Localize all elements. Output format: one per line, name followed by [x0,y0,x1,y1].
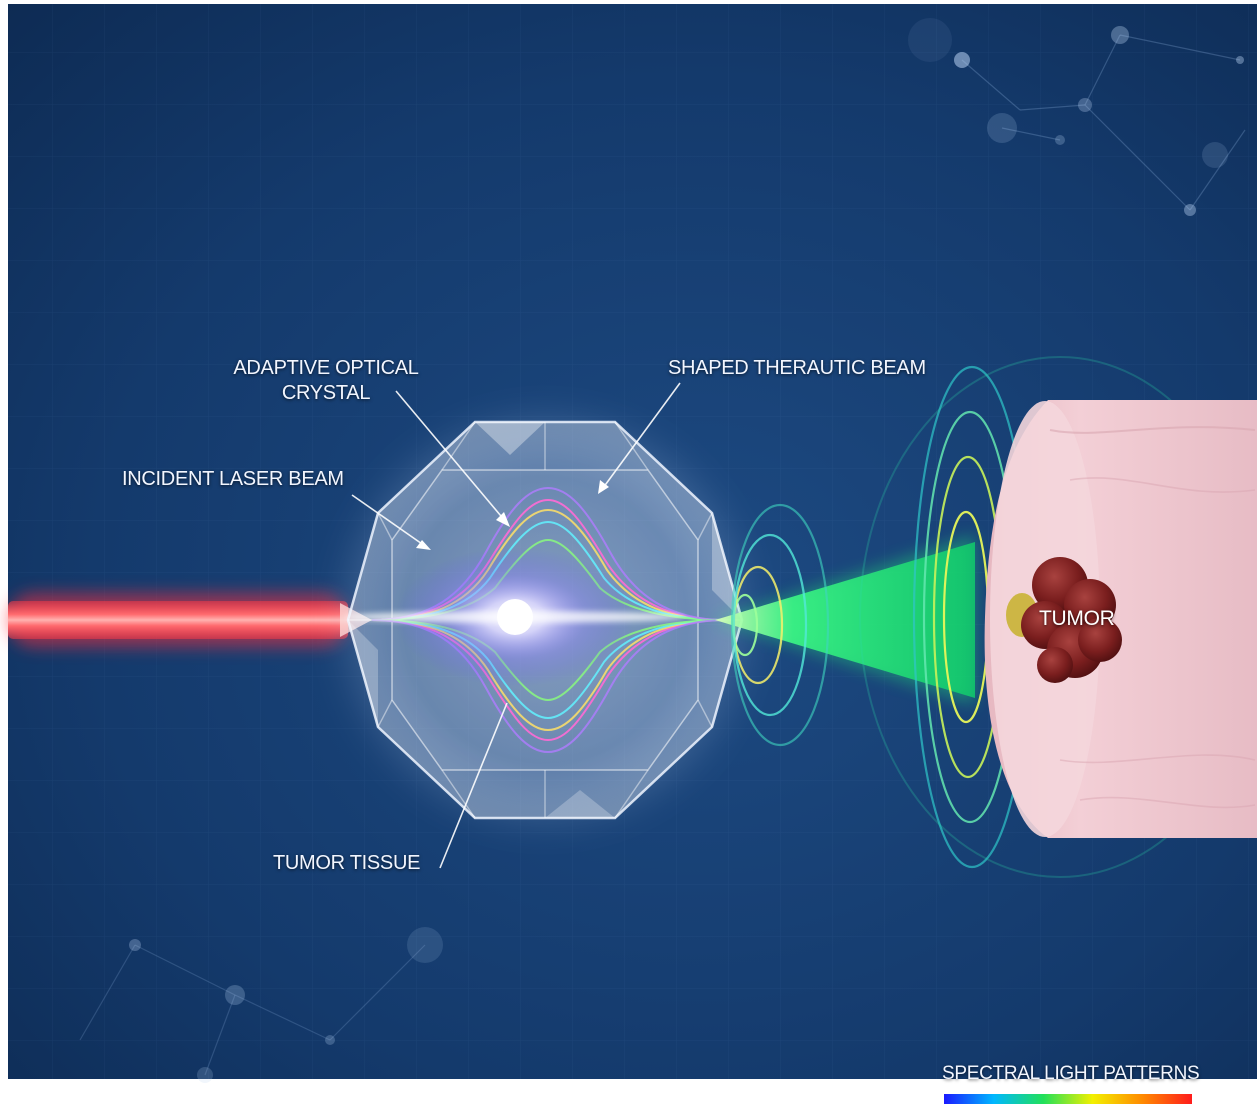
label-adaptive-line2: CRYSTAL [226,381,426,406]
label-incident-laser-beam: INCIDENT LASER BEAM [122,467,344,492]
label-tumor-tissue: TUMOR TISSUE [273,851,420,876]
label-tumor: TUMOR [1039,606,1115,631]
spectrum-legend-bar [944,1094,1192,1104]
label-adaptive-optical-crystal: ADAPTIVE OPTICAL CRYSTAL [226,356,426,406]
label-adaptive-line1: ADAPTIVE OPTICAL [226,356,426,381]
label-shaped-beam: SHAPED THERAUTIC BEAM [668,356,926,381]
incident-laser-beam [8,593,372,647]
label-spectral-light-patterns: SPECTRAL LIGHT PATTERNS [942,1061,1199,1086]
